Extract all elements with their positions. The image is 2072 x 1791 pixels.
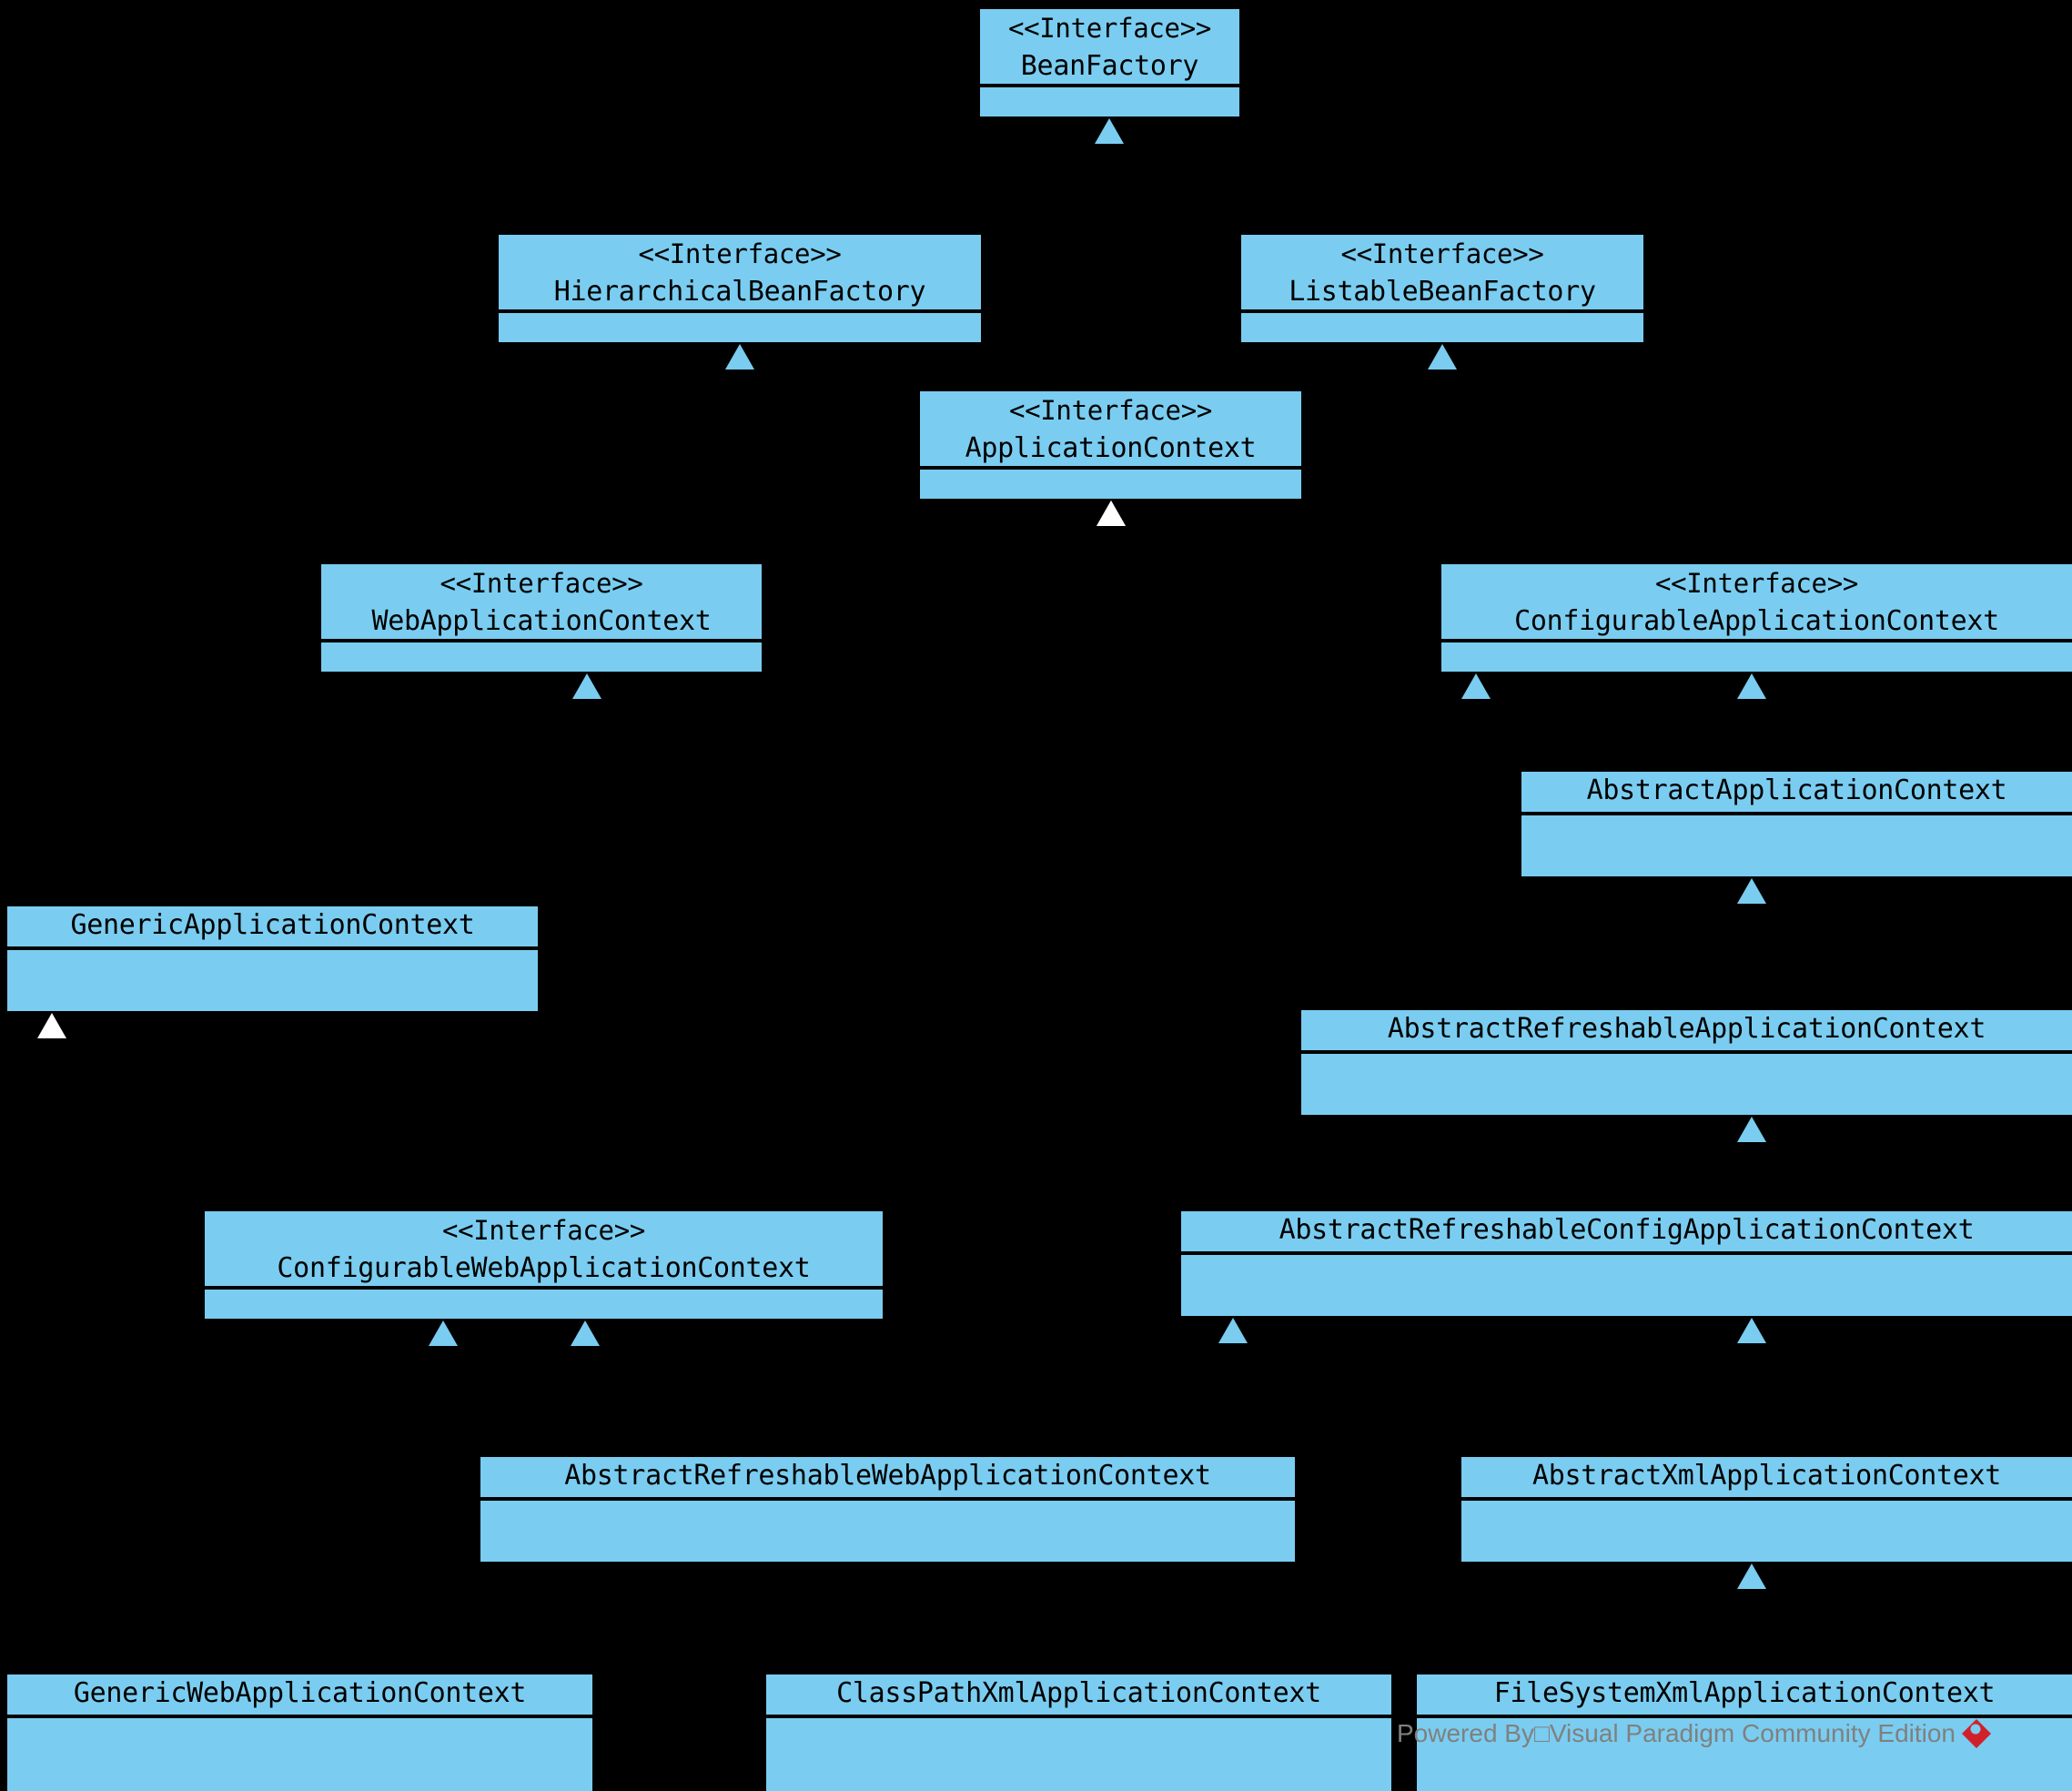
uml-attributes-compartment: [205, 1290, 883, 1319]
uml-class-name-compartment: <<Interface>> ConfigurableApplicationCont…: [1441, 564, 2072, 643]
uml-class-name-compartment: GenericWebApplicationContext: [7, 1675, 592, 1718]
uml-generalization-arrow-AbstractRefreshableWebApplicationContext-to-AbstractRefreshableConfigApplicationContext: [1218, 1318, 1248, 1343]
uml-attributes-compartment: [1181, 1255, 2072, 1316]
uml-class-name-compartment: <<Interface>> WebApplicationContext: [321, 564, 762, 643]
uml-class-ClassPathXmlApplicationContext[interactable]: ClassPathXmlApplicationContext: [766, 1675, 1391, 1791]
uml-class-name-compartment: <<Interface>> ConfigurableWebApplicationC…: [205, 1211, 883, 1290]
uml-class-name-compartment: <<Interface>> ListableBeanFactory: [1241, 235, 1643, 313]
uml-class-ConfigurableWebApplicationContext[interactable]: <<Interface>> ConfigurableWebApplicationC…: [205, 1211, 883, 1319]
uml-class-title: ApplicationContext: [965, 432, 1257, 464]
uml-class-title: HierarchicalBeanFactory: [553, 276, 926, 308]
uml-generalization-arrow-AbstractApplicationContext-to-ConfigurableApplicationContext: [1461, 673, 1491, 699]
uml-attributes-compartment: [766, 1718, 1391, 1791]
uml-class-title: AbstractRefreshableConfigApplicationCont…: [1279, 1214, 1975, 1246]
uml-generalization-arrow-AbstractRefreshableConfigApplicationContext-to-AbstractRefreshableApplicationContext: [1737, 1117, 1766, 1142]
uml-class-WebApplicationContext[interactable]: <<Interface>> WebApplicationContext: [321, 564, 762, 672]
uml-class-AbstractApplicationContext[interactable]: AbstractApplicationContext: [1521, 772, 2072, 876]
uml-class-title: ClassPathXmlApplicationContext: [836, 1677, 1321, 1709]
uml-stereotype-label: <<Interface>>: [1008, 395, 1213, 426]
uml-class-ApplicationContext[interactable]: <<Interface>> ApplicationContext: [920, 391, 1301, 499]
uml-class-AbstractXmlApplicationContext[interactable]: AbstractXmlApplicationContext: [1461, 1457, 2072, 1562]
uml-class-name-compartment: AbstractApplicationContext: [1521, 772, 2072, 815]
uml-stereotype-label: <<Interface>>: [1007, 13, 1212, 44]
uml-attributes-compartment: [499, 313, 981, 342]
uml-generalization-arrow-GenericApplicationContext-to-AbstractApplicationContext: [1737, 878, 1766, 904]
uml-stereotype-label: <<Interface>>: [441, 1215, 646, 1246]
uml-class-name-compartment: FileSystemXmlApplicationContext: [1417, 1675, 2072, 1718]
uml-class-title: AbstractXmlApplicationContext: [1531, 1460, 2002, 1492]
uml-class-name-compartment: <<Interface>> ApplicationContext: [920, 391, 1301, 470]
uml-class-name-compartment: AbstractRefreshableConfigApplicationCont…: [1181, 1211, 2072, 1255]
uml-generalization-arrow-ConfigurableWebApplicationContext-to-WebApplicationContext: [572, 673, 601, 699]
uml-generalization-arrow-AbstractRefreshableWebApplicationContext-to-ConfigurableWebApplicationContext: [429, 1320, 458, 1346]
uml-class-title: AbstractRefreshableApplicationContext: [1387, 1013, 1986, 1045]
uml-attributes-compartment: [480, 1501, 1295, 1562]
uml-stereotype-label: <<Interface>>: [1654, 568, 1859, 599]
uml-stereotype-label: <<Interface>>: [1340, 238, 1544, 269]
uml-attributes-compartment: [1241, 313, 1643, 342]
uml-class-title: ConfigurableApplicationContext: [1514, 605, 1999, 637]
uml-attributes-compartment: [1417, 1718, 2072, 1791]
uml-class-name-compartment: ClassPathXmlApplicationContext: [766, 1675, 1391, 1718]
uml-stereotype-label: <<Interface>>: [440, 568, 643, 599]
uml-class-name-compartment: GenericApplicationContext: [7, 906, 538, 950]
uml-class-name-compartment: AbstractRefreshableApplicationContext: [1301, 1010, 2072, 1054]
uml-class-title: AbstractApplicationContext: [1586, 774, 2007, 806]
uml-class-AbstractRefreshableConfigApplicationContext[interactable]: AbstractRefreshableConfigApplicationCont…: [1181, 1211, 2072, 1316]
uml-generalization-arrow-HierarchicalBeanFactory-to-BeanFactory: [1095, 118, 1124, 144]
uml-class-HierarchicalBeanFactory[interactable]: <<Interface>> HierarchicalBeanFactory: [499, 235, 981, 342]
uml-generalization-arrow-GenericWebApplicationContext-to-ConfigurableWebApplicationContext: [571, 1320, 600, 1346]
uml-class-name-compartment: AbstractRefreshableWebApplicationContext: [480, 1457, 1295, 1501]
uml-class-ListableBeanFactory[interactable]: <<Interface>> ListableBeanFactory: [1241, 235, 1643, 342]
uml-class-title: ListableBeanFactory: [1289, 276, 1596, 308]
uml-generalization-arrow-ApplicationContext-to-HierarchicalBeanFactory: [725, 344, 754, 369]
uml-class-GenericApplicationContext[interactable]: GenericApplicationContext: [7, 906, 538, 1011]
uml-class-title: GenericWebApplicationContext: [73, 1677, 527, 1709]
uml-class-name-compartment: <<Interface>> HierarchicalBeanFactory: [499, 235, 981, 313]
uml-realization-arrow-GenericWebApplicationContext-to-GenericApplicationContext: [37, 1013, 66, 1038]
uml-attributes-compartment: [321, 643, 762, 672]
uml-class-FileSystemXmlApplicationContext[interactable]: FileSystemXmlApplicationContext: [1417, 1675, 2072, 1791]
uml-attributes-compartment: [1461, 1501, 2072, 1562]
uml-generalization-arrow-AbstractXmlApplicationContext-to-AbstractRefreshableConfigApplicationContext: [1737, 1318, 1766, 1343]
uml-class-name-compartment: <<Interface>> BeanFactory: [980, 9, 1239, 87]
uml-attributes-compartment: [920, 470, 1301, 499]
uml-class-ConfigurableApplicationContext[interactable]: <<Interface>> ConfigurableApplicationCont…: [1441, 564, 2072, 672]
uml-generalization-arrow-FileSystemXmlApplicationContext-to-AbstractXmlApplicationContext: [1737, 1563, 1766, 1589]
uml-realization-arrow-ConfigurableApplicationContext-to-ApplicationContext: [1097, 501, 1126, 526]
uml-class-title: AbstractRefreshableWebApplicationContext: [564, 1460, 1211, 1492]
uml-class-GenericWebApplicationContext[interactable]: GenericWebApplicationContext: [7, 1675, 592, 1791]
uml-attributes-compartment: [980, 87, 1239, 116]
uml-class-name-compartment: AbstractXmlApplicationContext: [1461, 1457, 2072, 1501]
uml-generalization-arrow-AbstractRefreshableApplicationContext-to-ConfigurableApplicationContext: [1737, 673, 1766, 699]
uml-attributes-compartment: [7, 950, 538, 1011]
uml-class-title: GenericApplicationContext: [70, 909, 475, 941]
uml-class-AbstractRefreshableApplicationContext[interactable]: AbstractRefreshableApplicationContext: [1301, 1010, 2072, 1115]
uml-class-AbstractRefreshableWebApplicationContext[interactable]: AbstractRefreshableWebApplicationContext: [480, 1457, 1295, 1562]
uml-stereotype-label: <<Interface>>: [638, 238, 842, 269]
uml-class-title: ConfigurableWebApplicationContext: [277, 1252, 811, 1284]
uml-attributes-compartment: [1521, 815, 2072, 876]
uml-class-title: FileSystemXmlApplicationContext: [1493, 1677, 1996, 1709]
uml-class-title: WebApplicationContext: [371, 605, 712, 637]
uml-class-title: BeanFactory: [1020, 50, 1199, 82]
uml-attributes-compartment: [7, 1718, 592, 1791]
uml-attributes-compartment: [1441, 643, 2072, 672]
uml-attributes-compartment: [1301, 1054, 2072, 1115]
uml-class-BeanFactory[interactable]: <<Interface>> BeanFactory: [980, 9, 1239, 116]
uml-generalization-arrow-ApplicationContext-to-ListableBeanFactory: [1428, 344, 1457, 369]
